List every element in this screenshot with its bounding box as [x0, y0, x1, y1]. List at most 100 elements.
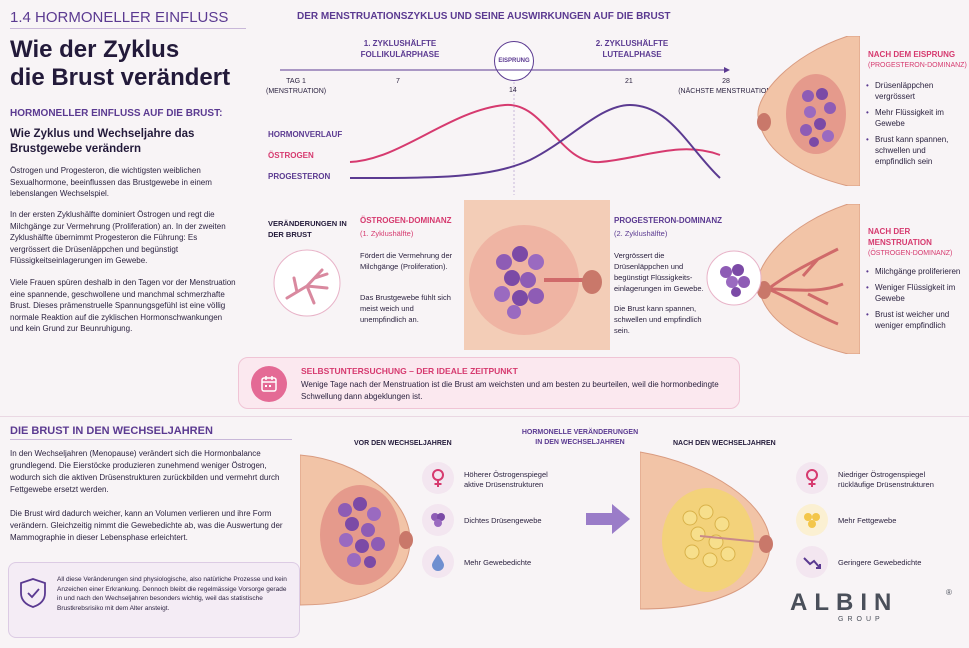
before-item-1-line2: aktive Drüsenstrukturen: [464, 480, 544, 489]
phase2-label: 2. ZYKLUSHÄLFTE LUTEALPHASE: [572, 38, 692, 60]
phase1-label: 1. ZYKLUSHÄLFTE FOLLIKULÄRPHASE: [340, 38, 460, 60]
estrogen-dominance-p2: Das Brustgewebe fühlt sich meist weich u…: [360, 293, 451, 324]
progesterone-dominance-p1: Vergrössert die Drüsenläppchen und begün…: [614, 251, 704, 293]
legend-hormone: HORMONVERLAUF: [268, 130, 343, 139]
section-divider: [0, 416, 969, 417]
duct-icon: [273, 249, 341, 317]
after-ovulation-title: NACH DEM EISPRUNG: [868, 50, 956, 59]
day-1-note: (MENSTRUATION): [266, 87, 327, 95]
lobule-icon: [706, 250, 762, 306]
before-item-2: [422, 504, 454, 536]
after-item-3: [796, 546, 828, 578]
page-title-line2: die Brust verändert: [10, 64, 231, 91]
progesterone-curve: [349, 103, 721, 179]
legend-progesterone: PROGESTERON: [268, 172, 331, 181]
breast-illustration-after-menstruation: [757, 204, 860, 354]
estrogen-dominance-p1: Fördert die Vermehrung der Milchgänge (P…: [360, 251, 453, 271]
progesterone-dominance-title: PROGESTERON-DOMINANZ: [614, 216, 722, 225]
before-item-1-line1: Höherer Östrogenspiegel: [464, 470, 548, 479]
menopause-heading: DIE BRUST IN DEN WECHSELJAHREN: [10, 425, 213, 437]
hormonal-changes-label-line1: HORMONELLE VERÄNDERUNGEN: [521, 429, 639, 436]
after-item-1-line1: Niedriger Östrogenspiegel: [838, 470, 926, 479]
day-28-value: 28: [722, 78, 730, 85]
day-28-note: (NÄCHSTE MENSTRUATION): [678, 87, 774, 95]
day-14-label: 14: [509, 87, 517, 94]
menopause-note-box: All diese Veränderungen sind physiologis…: [8, 562, 300, 638]
menopause-underline: [10, 439, 292, 440]
day-7-label: 7: [396, 78, 400, 85]
after-menstruation-sub: (ÖSTROGEN-DOMINANZ): [868, 250, 953, 257]
after-item-1-line2: rückläufige Drüsenstrukturen: [838, 480, 934, 489]
breast-illustration-before-menopause: [300, 454, 413, 606]
hormonal-changes-label-line2: IN DEN WECHSELJAHREN: [535, 439, 625, 446]
page-title-line1: Wie der Zyklus: [10, 36, 180, 63]
legend-estrogen: ÖSTROGEN: [268, 151, 314, 160]
day-28-label: 28 (NÄCHSTE MENSTRUATION): [676, 77, 776, 96]
left-paragraph-3: Viele Frauen spüren deshalb in den Tagen…: [10, 278, 236, 333]
estrogen-dominance-title: ÖSTROGEN-DOMINANZ: [360, 216, 452, 225]
calendar-icon: [251, 366, 287, 402]
cycle-title: DER MENSTRUATIONSZYKLUS UND SEINE AUSWIR…: [297, 11, 671, 22]
day-1-label: TAG 1 (MENSTRUATION): [266, 77, 326, 96]
section-label: 1.4 HORMONELLER EINFLUSS: [10, 9, 229, 26]
phase2-subtitle: LUTEALPHASE: [602, 50, 662, 59]
after-menstruation-list: Milchgänge proliferieren Weniger Flüssig…: [866, 266, 966, 336]
progesterone-dominance-sub: (2. Zyklushälfte): [614, 229, 668, 238]
list-item: Brust ist weicher und weniger empfindlic…: [866, 309, 966, 331]
list-item: Milchgänge proliferieren: [866, 266, 966, 277]
phase2-title: 2. ZYKLUSHÄLFTE: [595, 39, 669, 48]
selfcheck-banner: SELBSTUNTERSUCHUNG – DER IDEALE ZEITPUNK…: [238, 357, 740, 409]
after-ovulation-list: Drüsenläppchen vergrössert Mehr Flüssigk…: [866, 80, 966, 172]
logo-registered: ®: [946, 588, 952, 597]
before-item-1: [422, 462, 454, 494]
list-item: Weniger Flüssigkeit im Gewebe: [866, 282, 966, 304]
breast-illustration-after-menopause: [640, 451, 773, 610]
shield-check-icon: [20, 578, 46, 608]
after-menstruation-title: NACH DER MENSTRUATION: [868, 227, 932, 247]
left-paragraph-2: In der ersten Zyklushälfte dominiert Öst…: [10, 210, 226, 265]
list-item: Brust kann spannen, schwellen und empfin…: [866, 134, 966, 167]
water-drop-icon: [422, 546, 454, 578]
section-underline: [10, 28, 246, 29]
selfcheck-text: Wenige Tage nach der Menstruation ist di…: [301, 380, 719, 401]
estrogen-dominance-sub: (1. Zyklushälfte): [360, 229, 414, 238]
left-paragraph-1: Östrogen und Progesteron, die wichtigste…: [10, 166, 212, 198]
hormonal-changes-label: HORMONELLE VERÄNDERUNGEN IN DEN WECHSELJ…: [505, 428, 655, 448]
albin-logo: ALBIN GROUP ®: [790, 588, 962, 623]
after-item-2-text: Mehr Fettgewebe: [838, 516, 897, 525]
before-item-1-text: Höherer Östrogenspiegel aktive Drüsenstr…: [464, 470, 548, 490]
arrow-right-icon: [586, 504, 630, 534]
female-symbol-icon: [796, 462, 828, 494]
selfcheck-title: SELBSTUNTERSUCHUNG – DER IDEALE ZEITPUNK…: [301, 366, 518, 376]
breast-closeup-illustration: [464, 200, 610, 350]
after-ovulation-sub: (PROGESTERON-DOMINANZ): [868, 62, 967, 69]
menopause-paragraph-1: In den Wechseljahren (Menopause) verände…: [10, 449, 280, 494]
ovulation-badge: EISPRUNG: [494, 41, 534, 81]
logo-name: ALBIN: [790, 589, 899, 616]
logo-sub: GROUP: [838, 616, 884, 623]
fat-cells-icon: [796, 504, 828, 536]
breast-illustration-after-ovulation: [757, 36, 860, 186]
phase-arrow-head: [724, 67, 730, 73]
phase1-subtitle: FOLLIKULÄRPHASE: [360, 50, 440, 59]
cycle-chart: [280, 67, 730, 195]
left-subheading: Wie Zyklus und Wechseljahre das Brustgew…: [10, 128, 195, 155]
list-item: Drüsenläppchen vergrössert: [866, 80, 966, 102]
phase1-title: 1. ZYKLUSHÄLFTE: [363, 39, 437, 48]
before-item-3-text: Mehr Gewebedichte: [464, 558, 532, 567]
progesterone-dominance-p2: Die Brust kann spannen, schwellen und em…: [614, 304, 702, 335]
gland-cluster-icon: [422, 504, 454, 536]
before-menopause-label: VOR DEN WECHSELJAHREN: [354, 440, 452, 447]
list-item: Mehr Flüssigkeit im Gewebe: [866, 107, 966, 129]
trend-down-icon: [796, 546, 828, 578]
menopause-note-text: All diese Veränderungen sind physiologis…: [57, 576, 287, 612]
page-title: Wie der Zyklus die Brust verändert: [10, 36, 230, 92]
before-item-3: [422, 546, 454, 578]
before-item-2-text: Dichtes Drüsengewebe: [464, 516, 542, 525]
female-symbol-icon: [422, 462, 454, 494]
after-item-1: [796, 462, 828, 494]
changes-label: VERÄNDERUNGEN IN DER BRUST: [268, 219, 347, 239]
after-item-2: [796, 504, 828, 536]
after-item-3-text: Geringere Gewebedichte: [838, 558, 922, 567]
menopause-paragraph-2: Die Brust wird dadurch weicher, kann an …: [10, 509, 283, 542]
